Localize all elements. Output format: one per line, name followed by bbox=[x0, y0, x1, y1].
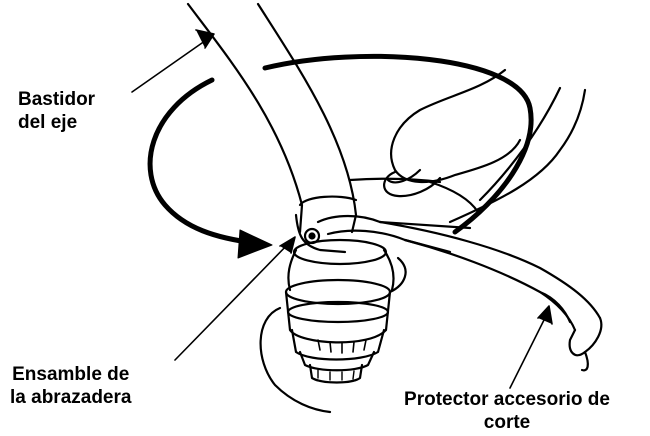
rotation-arrow-icon bbox=[147, 53, 534, 259]
label-clamp-assembly-line2: la abrazadera bbox=[10, 387, 132, 408]
label-shaft-housing-line1: Bastidor bbox=[18, 89, 96, 110]
label-attachment-guard: Protector accesorio de corte bbox=[372, 388, 642, 434]
leader-lines bbox=[131, 29, 553, 389]
label-clamp-assembly-line1: Ensamble de bbox=[12, 364, 130, 385]
label-shaft-housing-line2: del eje bbox=[18, 112, 78, 133]
hand-icon bbox=[348, 68, 562, 214]
leader-clamp bbox=[174, 239, 293, 361]
label-attachment-guard-line1: Protector accesorio de bbox=[404, 389, 610, 410]
line-swirl bbox=[259, 256, 407, 414]
shaft-housing bbox=[186, 2, 358, 234]
label-clamp-assembly: Ensamble de la abrazadera bbox=[10, 363, 131, 409]
spool-housing bbox=[284, 238, 395, 384]
clamp-assembly bbox=[294, 195, 472, 254]
leader-shaft bbox=[131, 35, 213, 93]
attachment-guard bbox=[378, 88, 603, 372]
leader-guard bbox=[509, 311, 549, 389]
label-attachment-guard-line2: corte bbox=[483, 412, 531, 433]
label-shaft-housing: Bastidor del eje bbox=[18, 88, 95, 134]
